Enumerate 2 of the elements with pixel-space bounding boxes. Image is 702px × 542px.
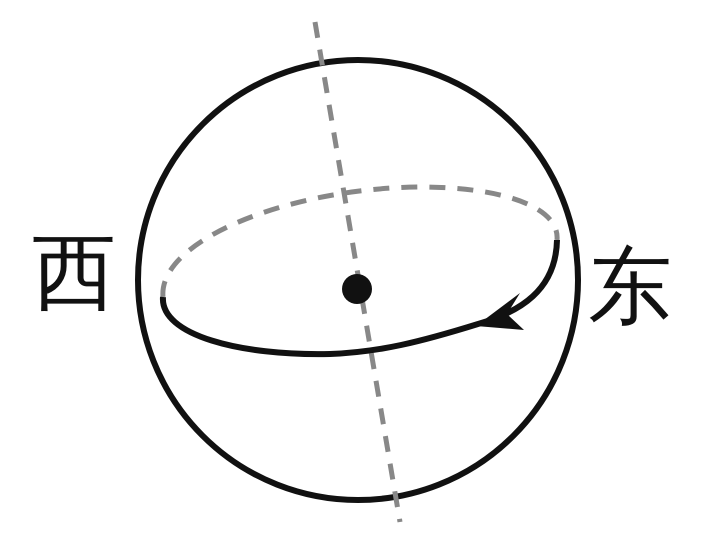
east-label: 东 [588, 244, 672, 328]
west-label: 西 [32, 230, 116, 314]
